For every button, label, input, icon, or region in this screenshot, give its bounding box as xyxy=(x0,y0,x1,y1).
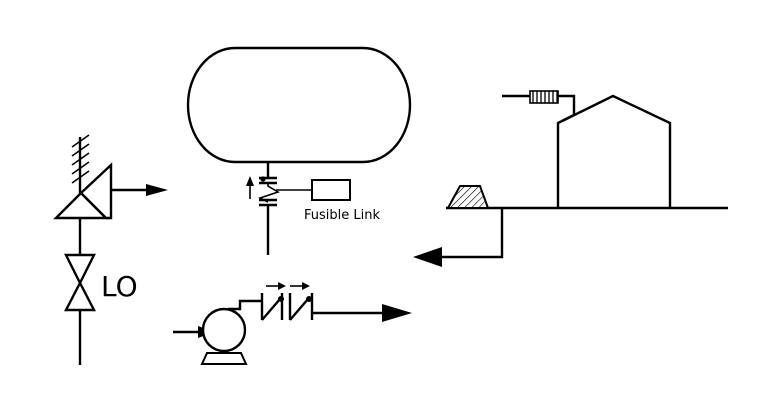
pump-outlet-arrow-icon xyxy=(382,304,412,322)
return-line xyxy=(436,208,504,259)
check-valve-2-disc-icon xyxy=(289,298,309,321)
up-arrow-icon xyxy=(246,176,254,186)
relief-valve-outlet-icon xyxy=(79,162,113,220)
valve-stem-dot xyxy=(260,176,266,182)
pump-assembly xyxy=(173,282,412,365)
pump-discharge-line xyxy=(228,299,262,311)
fusible-link-box-icon xyxy=(311,179,351,201)
hatched-foundation-icon xyxy=(446,185,490,209)
heater-coil-icon xyxy=(529,90,559,104)
pump-icon xyxy=(201,307,247,353)
vessel-assembly: Fusible Link xyxy=(186,46,412,255)
spring-hatch-icon xyxy=(71,134,90,184)
check-valve-1-disc-icon xyxy=(261,298,281,321)
coil-lead-out xyxy=(558,94,576,123)
horizontal-vessel-icon xyxy=(186,46,412,164)
tank-assembly xyxy=(413,90,728,267)
check-valve-1-hinge xyxy=(278,296,284,302)
fusible-link-label: Fusible Link xyxy=(304,208,380,223)
gate-valve-lower-icon xyxy=(64,280,96,312)
gate-valve-upper-icon xyxy=(64,253,96,286)
flow-indicator-2-icon xyxy=(302,282,310,290)
discharge-arrow-icon xyxy=(146,184,168,196)
pump-base-icon xyxy=(200,352,248,365)
return-arrow-icon xyxy=(413,247,442,267)
flow-indicator-1-icon xyxy=(278,282,286,290)
locked-open-label: LO xyxy=(101,270,138,303)
check-valve-2-hinge xyxy=(306,296,312,302)
tank-structure-icon xyxy=(556,94,672,208)
relief-valve-assembly: LO xyxy=(53,134,168,365)
